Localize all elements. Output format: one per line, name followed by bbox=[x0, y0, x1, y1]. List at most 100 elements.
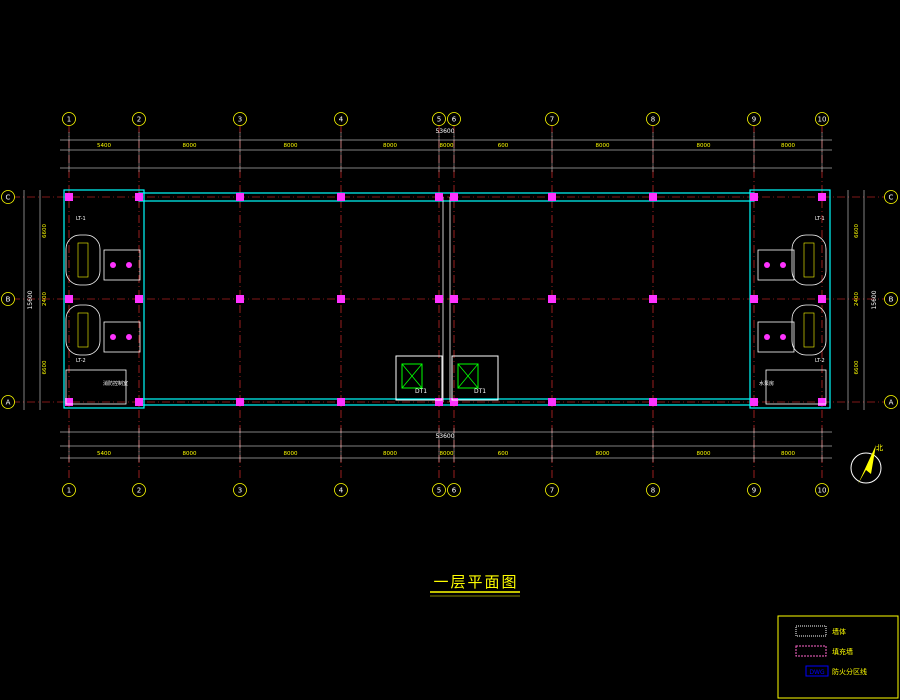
col-bubble-8-0 bbox=[646, 112, 660, 126]
row-bubble-A-0 bbox=[1, 395, 15, 409]
north-arrow-pointer bbox=[858, 445, 876, 484]
col-bubble-label-9-0: 9 bbox=[752, 116, 756, 124]
col-bubble-label-4-0: 4 bbox=[339, 116, 344, 124]
stair-run-2 bbox=[803, 242, 815, 278]
top-bay-dim-3: 8000 bbox=[383, 143, 397, 149]
col-bubble-label-6-0: 6 bbox=[452, 116, 457, 124]
overall-dim-top: 53600 bbox=[435, 128, 454, 135]
elevator-x2-0 bbox=[401, 363, 423, 389]
col-bubble-label-5-1: 5 bbox=[437, 487, 441, 495]
left-part-dim-2: 6600 bbox=[42, 360, 48, 374]
rooms bbox=[65, 234, 827, 405]
room-label-lt1-right: LT-1 bbox=[815, 216, 825, 222]
row-bubble-B-0 bbox=[1, 292, 15, 306]
col-bubble-2-1 bbox=[132, 483, 146, 497]
legend-tag-2: DWG bbox=[809, 669, 825, 676]
column-7-C bbox=[548, 193, 556, 201]
column-10-C bbox=[818, 193, 826, 201]
right-part-dim-1: 2400 bbox=[854, 292, 860, 306]
column-2-C bbox=[135, 193, 143, 201]
side-dim-right-total: 15600 bbox=[871, 290, 878, 309]
elevator-car-0 bbox=[401, 363, 423, 389]
fixture-b-2 bbox=[780, 262, 786, 268]
col-bubble-10-1 bbox=[815, 483, 829, 497]
col-bubble-label-10-1: 10 bbox=[818, 487, 827, 495]
bottom-bay-dim-7: 8000 bbox=[697, 451, 711, 457]
row-bubble-label-B-0: B bbox=[6, 296, 11, 304]
column-2-A bbox=[135, 398, 143, 406]
stair-run-3 bbox=[803, 312, 815, 348]
bottom-bay-dim-2: 8000 bbox=[284, 451, 298, 457]
toilet-room-3 bbox=[757, 321, 795, 353]
fixture-a-2 bbox=[764, 262, 770, 268]
side-dim-left-total: 15600 bbox=[27, 290, 34, 309]
column-2-B bbox=[135, 295, 143, 303]
toilet-room-0 bbox=[103, 249, 141, 281]
row-bubble-B-1 bbox=[884, 292, 898, 306]
fixture-b-0 bbox=[126, 262, 132, 268]
column-4-C bbox=[337, 193, 345, 201]
legend-swatch-2 bbox=[805, 665, 829, 677]
elevator-x2-1 bbox=[457, 363, 479, 389]
dimension-text: 5400 5400 8000 8000 8000 8000 8000 8000 8000 8000… bbox=[42, 143, 860, 457]
column-6-B bbox=[450, 295, 458, 303]
col-bubble-9-0 bbox=[747, 112, 761, 126]
col-bubble-label-8-1: 8 bbox=[651, 487, 655, 495]
row-bubble-label-B-1: B bbox=[889, 296, 894, 304]
elevator-shaft-1 bbox=[451, 355, 499, 401]
col-bubble-4-0 bbox=[334, 112, 348, 126]
top-bay-dim-2: 8000 bbox=[284, 143, 298, 149]
legend-label-2: 防火分区线 bbox=[832, 667, 867, 676]
elevator-shaft-0 bbox=[395, 355, 443, 401]
top-bay-dim-0: 5400 bbox=[97, 143, 111, 149]
room-label-fire-control: 消防控制室 bbox=[103, 380, 128, 387]
column-4-B bbox=[337, 295, 345, 303]
room-label-lt1-left: LT-1 bbox=[76, 216, 86, 222]
col-bubble-2-0 bbox=[132, 112, 146, 126]
column-5-B bbox=[435, 295, 443, 303]
row-bubble-A-1 bbox=[884, 395, 898, 409]
bottom-bay-dim-5: 600 bbox=[498, 451, 509, 457]
column-8-A bbox=[649, 398, 657, 406]
col-bubble-label-3-0: 3 bbox=[238, 116, 242, 124]
column-5-A bbox=[435, 398, 443, 406]
col-bubble-5-1 bbox=[432, 483, 446, 497]
bottom-bay-dim-3: 8000 bbox=[383, 451, 397, 457]
column-10-A bbox=[818, 398, 826, 406]
fixture-b-1 bbox=[126, 334, 132, 340]
top-bay-dim-6: 8000 bbox=[596, 143, 610, 149]
room-label-lt2-left: LT-2 bbox=[76, 358, 86, 364]
column-6-A bbox=[450, 398, 458, 406]
room-label-lt2-right: LT-2 bbox=[815, 358, 825, 364]
top-bay-dim-1: 8000 bbox=[183, 143, 197, 149]
stair-1 bbox=[65, 304, 101, 356]
bottom-bay-dim-1: 8000 bbox=[183, 451, 197, 457]
row-bubble-label-A-1: A bbox=[889, 399, 894, 407]
column-8-B bbox=[649, 295, 657, 303]
column-9-A bbox=[750, 398, 758, 406]
bottom-bay-dim-8: 8000 bbox=[781, 451, 795, 457]
row-bubble-C-0 bbox=[1, 190, 15, 204]
column-9-B bbox=[750, 295, 758, 303]
drawing-title: 一层平面图 bbox=[433, 573, 518, 591]
col-bubble-9-1 bbox=[747, 483, 761, 497]
toilet-room-1 bbox=[103, 321, 141, 353]
top-bay-dim-8: 8000 bbox=[781, 143, 795, 149]
toilet-room-2 bbox=[757, 249, 795, 281]
column-3-B bbox=[236, 295, 244, 303]
col-bubble-label-10-0: 10 bbox=[818, 116, 827, 124]
legend-swatch-1 bbox=[795, 645, 827, 657]
fixture-b-3 bbox=[780, 334, 786, 340]
col-bubble-6-0 bbox=[447, 112, 461, 126]
row-bubble-C-1 bbox=[884, 190, 898, 204]
row-bubble-label-C-1: C bbox=[889, 194, 894, 202]
col-bubble-7-1 bbox=[545, 483, 559, 497]
column-10-B bbox=[818, 295, 826, 303]
right-part-dim-2: 6600 bbox=[854, 360, 860, 374]
column-6-C bbox=[450, 193, 458, 201]
bottom-bay-dim-0: 5400 bbox=[97, 451, 111, 457]
top-bay-dim-5: 600 bbox=[498, 143, 509, 149]
